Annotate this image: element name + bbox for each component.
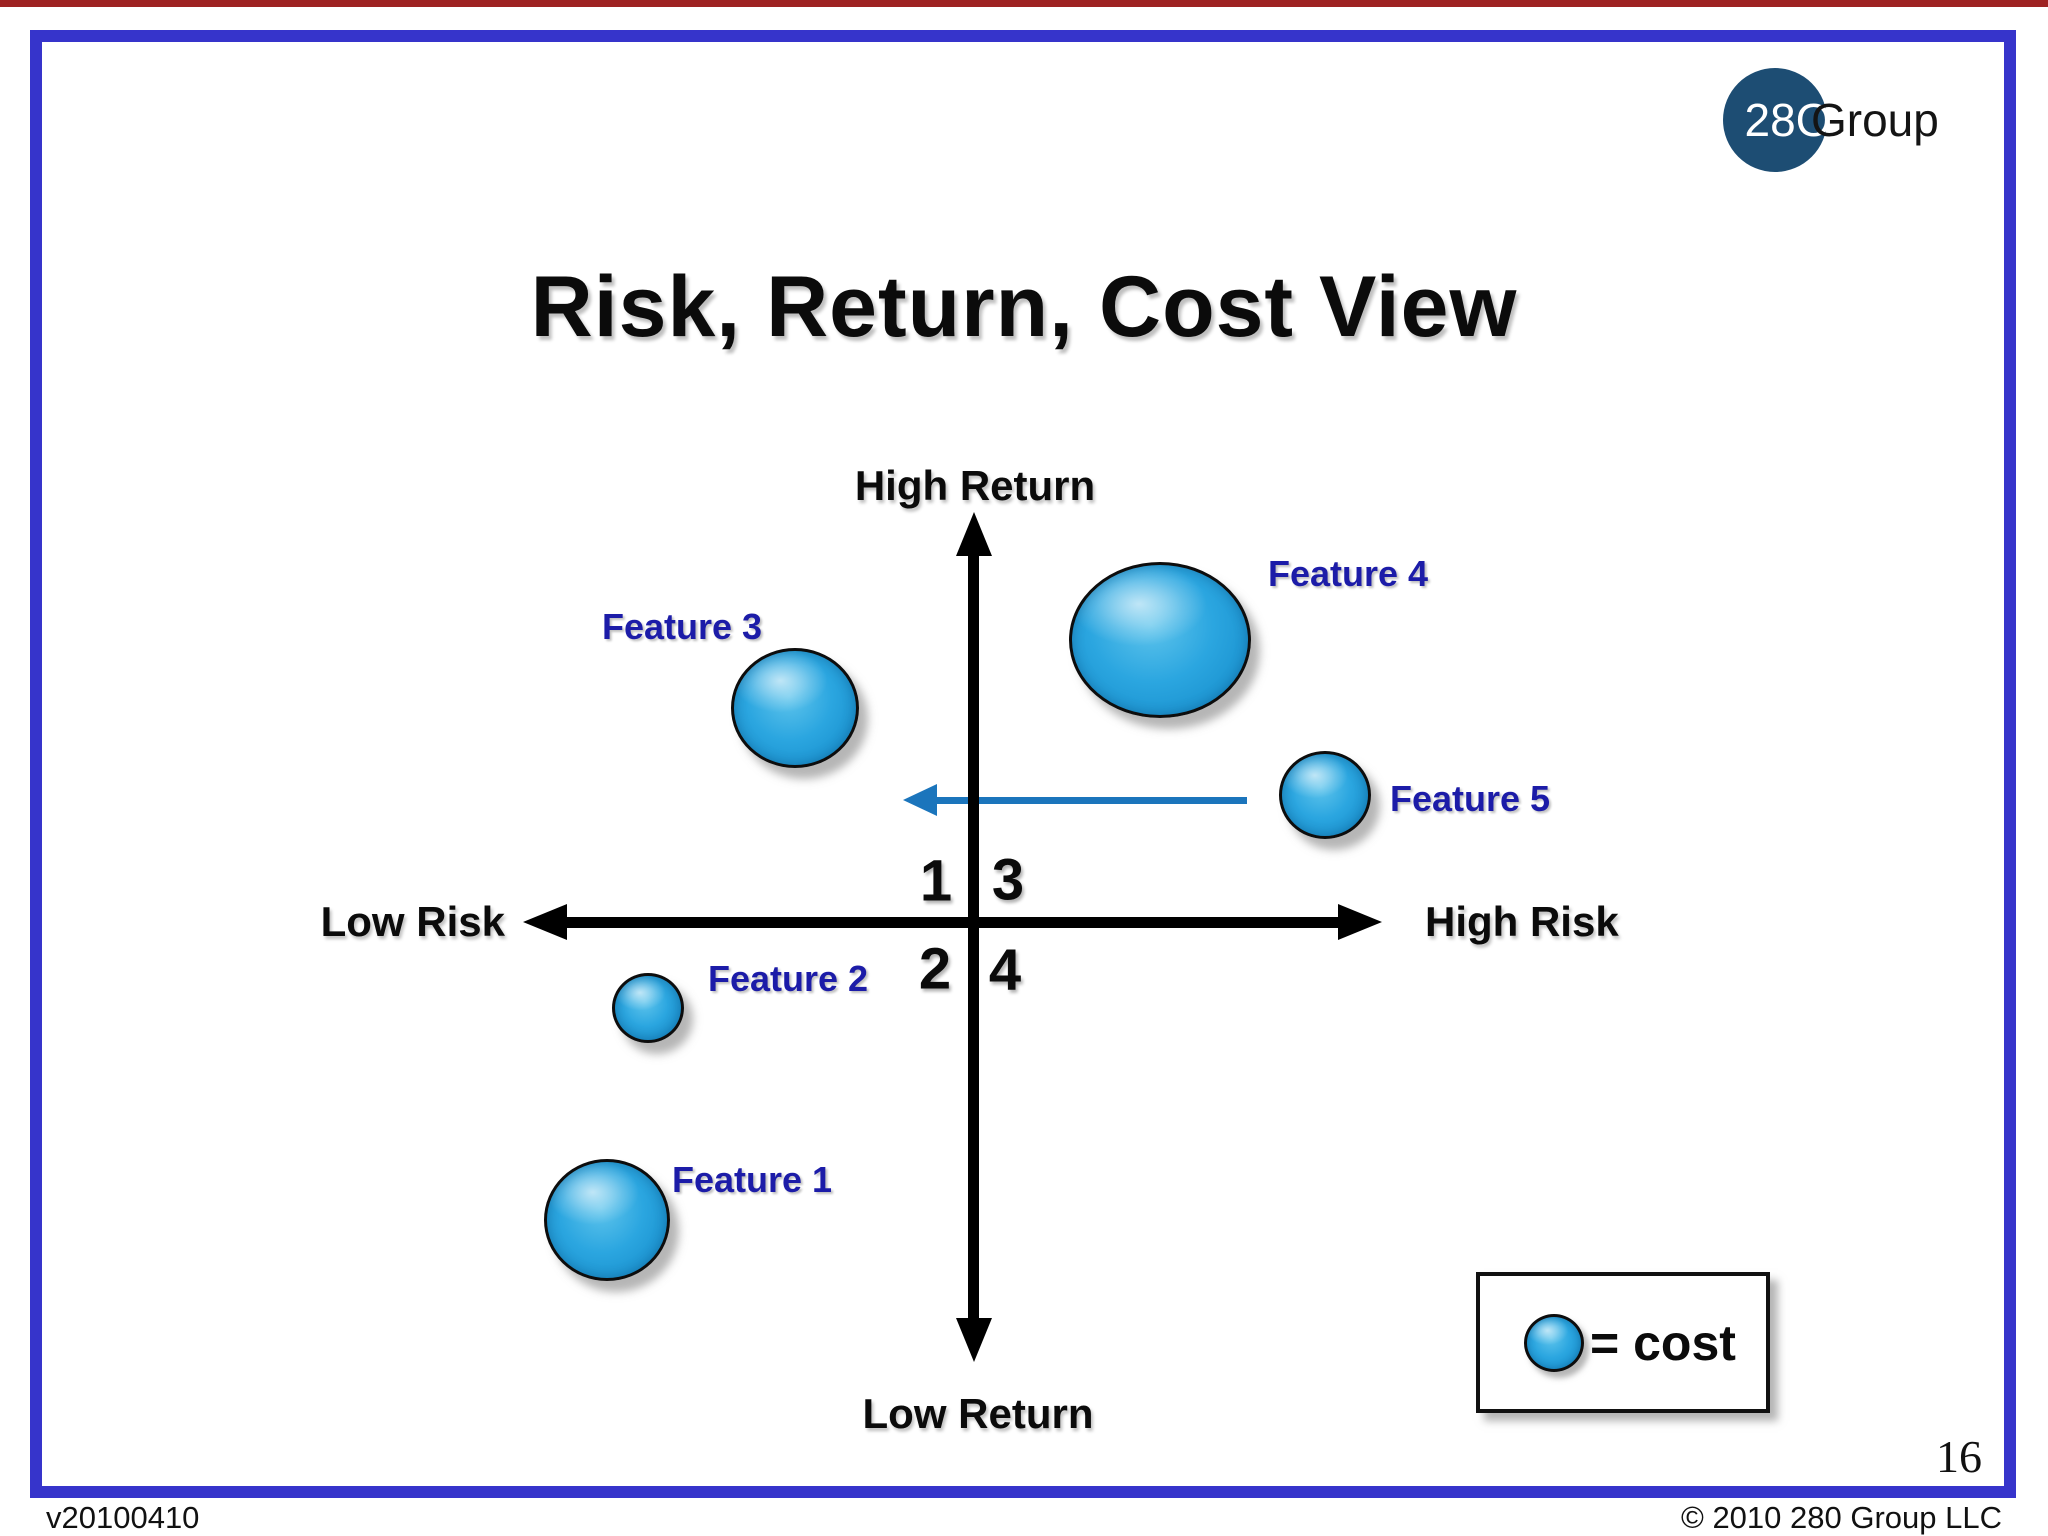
logo-circle-icon: 28O [1723,68,1831,172]
bubble-label-feature-3: Feature 3 [602,606,763,647]
bubble-feature-1 [544,1159,670,1281]
page-number: 16 [1936,1431,1982,1482]
top-accent-line [0,0,2048,7]
axis-arrow-down-icon [956,1318,992,1362]
slide-title: Risk, Return, Cost View [530,258,1518,355]
slide-border [30,30,2016,1498]
legend-label: = cost [1590,1314,1736,1371]
axis-label-high-return: High Return [854,462,1096,509]
feature5-arrow-line [930,797,1247,804]
bubble-feature-3 [731,648,859,768]
horizontal-axis [545,917,1361,928]
footer-version: v20100410 [46,1500,200,1535]
axis-label-low-risk: Low Risk [320,898,505,945]
axis-label-high-risk: High Risk [1425,898,1619,945]
quadrant-number-1: 1 [919,848,953,914]
bubble-label-feature-4: Feature 4 [1268,553,1429,594]
legend-bubble-icon [1524,1313,1584,1372]
axis-arrow-right-icon [1338,904,1382,940]
vertical-axis [968,536,979,1342]
bubble-feature-2 [612,973,684,1043]
quadrant-number-2: 2 [918,936,952,1002]
axis-arrow-left-icon [523,904,567,940]
280-group-logo: 28O Group [1723,68,1939,172]
axis-arrow-up-icon [956,512,992,556]
bubble-feature-4 [1069,562,1251,718]
bubble-feature-5 [1279,751,1371,839]
legend-box: = cost [1476,1272,1770,1413]
axis-label-low-return: Low Return [862,1390,1094,1437]
logo-number: 28O [1744,94,1832,146]
logo-word: Group [1811,94,1939,146]
bubble-label-feature-1: Feature 1 [672,1159,833,1200]
feature5-arrow-head-icon [903,784,937,816]
quadrant-number-3: 3 [991,847,1025,913]
footer-copyright: © 2010 280 Group LLC [1680,1500,2002,1535]
bubble-label-feature-5: Feature 5 [1390,778,1551,819]
quadrant-number-4: 4 [988,937,1022,1003]
bubble-label-feature-2: Feature 2 [708,958,869,999]
